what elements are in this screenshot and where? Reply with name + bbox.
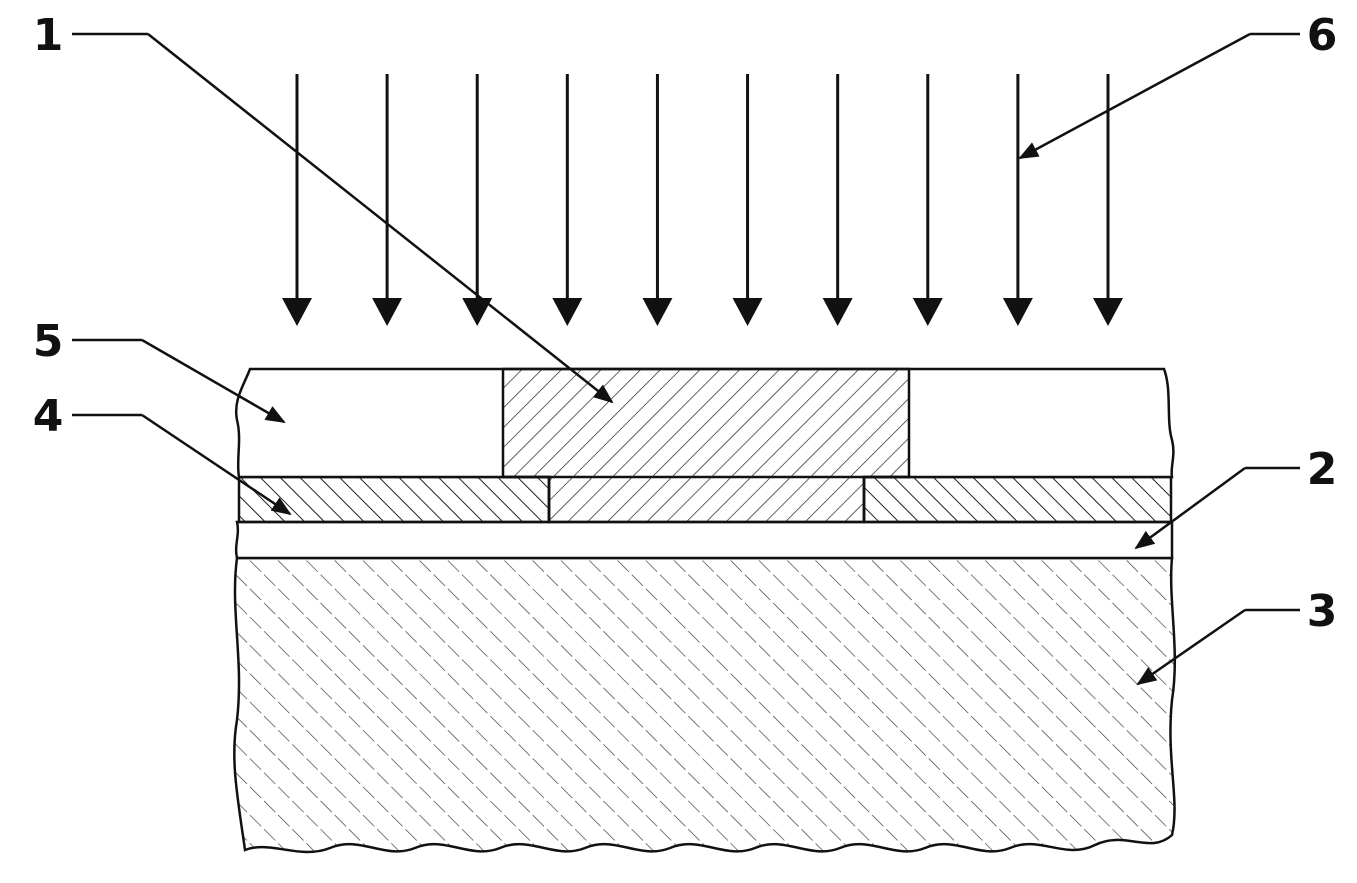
substrate-layer xyxy=(233,556,1177,854)
leader-6 xyxy=(1018,32,1251,160)
irradiation-arrow-head xyxy=(372,298,403,326)
irradiation-arrow-head xyxy=(822,298,853,326)
irradiation-arrow-head xyxy=(282,298,312,326)
irradiation-arrow-head xyxy=(552,298,583,326)
layer-4-right xyxy=(862,475,1173,524)
callout-5: 5 xyxy=(33,316,64,367)
irradiation-arrow-head xyxy=(912,298,943,326)
callout-6: 6 xyxy=(1307,10,1338,61)
callout-3: 3 xyxy=(1307,586,1338,637)
callout-1: 1 xyxy=(33,10,64,61)
callout-4: 4 xyxy=(33,391,64,442)
leader-3 xyxy=(1136,608,1246,686)
irradiation-arrow-head xyxy=(462,298,493,326)
irradiation-arrows xyxy=(282,74,1123,326)
thin-layer xyxy=(234,520,1174,560)
callout-2: 2 xyxy=(1307,444,1338,495)
leader-5 xyxy=(141,338,286,424)
leader-2 xyxy=(1134,466,1246,550)
leader-4 xyxy=(141,413,292,516)
leader-1 xyxy=(147,33,614,404)
central-block xyxy=(501,367,911,524)
central-block-outline xyxy=(503,475,909,522)
irradiation-arrow-head xyxy=(642,298,673,326)
irradiation-arrow-head xyxy=(732,298,763,326)
irradiation-arrow-head xyxy=(1093,298,1123,326)
irradiation-arrow-head xyxy=(1002,298,1033,326)
layer-4-left xyxy=(237,475,551,524)
